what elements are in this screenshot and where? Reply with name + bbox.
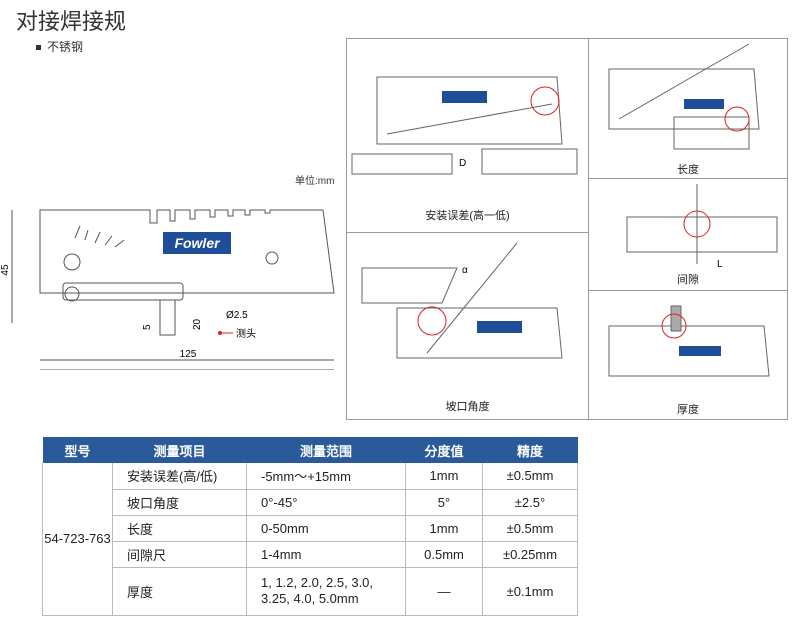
material-label: 不锈钢 [36, 38, 83, 55]
table-cell: 5° [405, 489, 483, 516]
table-cell: 0.5mm [405, 541, 483, 568]
table-cell: 安装误差(高/低) [112, 463, 247, 490]
table-cell: L [717, 259, 723, 269]
col-header: 型号 [42, 437, 113, 463]
table-cell: 1mm [405, 515, 483, 542]
panel-thickness: 厚度 [588, 290, 788, 420]
table-cell: 坡口角度 [112, 489, 247, 516]
table-cell: 0-50mm [246, 515, 406, 542]
table-cell: 间隙尺 [112, 541, 247, 568]
panel-label: 长度 [677, 164, 699, 176]
panel-label: 坡口角度 [445, 401, 490, 413]
table-cell: — [405, 567, 483, 616]
panel-length: 长度 [588, 38, 788, 179]
panel-bevel: α 坡口角度 [346, 232, 589, 420]
unit-label: 单位:mm [295, 176, 335, 187]
model-cell: 54-723-763 [42, 463, 113, 616]
panel-gap: L 间隙 [588, 178, 788, 291]
col-header: 分度值 [405, 437, 483, 463]
panel-label: 间隙 [677, 274, 699, 286]
table-cell: -5mm～+15mm [246, 463, 406, 490]
table-cell: α [462, 265, 468, 276]
col-header: 测量范围 [246, 437, 406, 463]
page-title: 对接焊接规 [16, 9, 127, 34]
table-cell: 1mm [405, 463, 483, 490]
table-cell: 厚度 [112, 567, 247, 616]
col-header: 测量项目 [112, 437, 247, 463]
probe-label: 测头 [236, 327, 256, 340]
brand-logo [163, 232, 231, 254]
dim-width: 125 [180, 349, 197, 360]
table-cell: ±2.5° [482, 489, 578, 516]
table-cell: ±0.5mm [482, 515, 578, 542]
panel-label: 安装误差(高一低) [425, 210, 510, 222]
table-cell: ±0.1mm [482, 567, 578, 616]
table-cell: 1-4mm [246, 541, 406, 568]
dim-5: 5 [142, 324, 153, 330]
dim-height: 45 [0, 264, 11, 276]
dim-diameter: Ø2.5 [226, 310, 248, 321]
panel-label: 厚度 [677, 404, 699, 416]
table-cell: 不锈钢 [47, 40, 84, 54]
brand-text: Fowler [174, 235, 221, 251]
table-cell: ±0.25mm [482, 541, 578, 568]
gauge-drawing: Fowler 45 125 5 20 Ø2.5 测头 [0, 209, 335, 370]
table-cell: 0°-45° [246, 489, 406, 516]
dim-20: 20 [192, 318, 203, 330]
table-cell: ±0.5mm [482, 463, 578, 490]
table-cell: 1, 1.2, 2.0, 2.5, 3.0, 3.25, 4.0, 5.0mm [246, 567, 406, 616]
col-header: 精度 [482, 437, 578, 463]
table-cell: 长度 [112, 515, 247, 542]
panel-alignment: D 安装误差(高一低) [346, 38, 589, 233]
table-cell: D [459, 158, 466, 169]
